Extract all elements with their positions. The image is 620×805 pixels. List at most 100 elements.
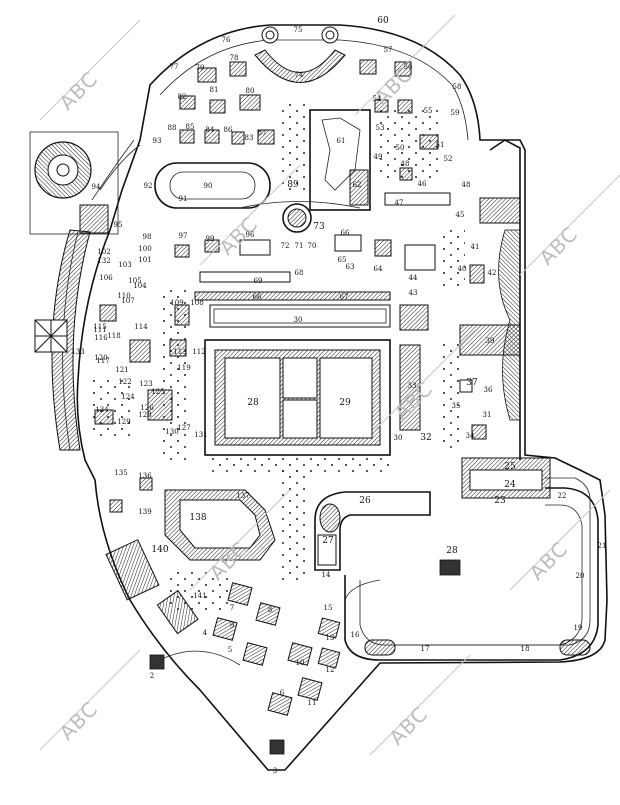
map-label-30: 30 [394, 434, 403, 442]
map-label-19: 19 [574, 624, 583, 632]
map-label-59: 59 [451, 109, 460, 117]
garden-60 [309, 109, 371, 211]
building-44 [479, 197, 521, 224]
map-label-97: 97 [179, 232, 188, 240]
map-label-37: 37 [466, 378, 478, 388]
map-label-47: 47 [395, 199, 404, 207]
top-crescent-73 [254, 26, 346, 83]
map-label-112: 112 [192, 348, 205, 356]
map-label-107: 107 [121, 297, 134, 305]
map-label-125: 125 [151, 388, 164, 396]
map-label-49: 49 [374, 153, 383, 161]
building-140 [105, 539, 160, 601]
building-45 [384, 192, 451, 206]
site-boundary [76, 24, 608, 771]
map-label-61: 61 [337, 137, 346, 145]
map-label-16: 16 [351, 631, 360, 639]
map-label-43: 43 [409, 289, 418, 297]
map-label-17: 17 [421, 645, 430, 653]
map-label-85: 85 [186, 123, 195, 131]
map-label-128: 128 [138, 411, 151, 419]
map-label-44: 44 [409, 274, 418, 282]
map-label-92: 92 [144, 182, 153, 190]
map-label-105: 105 [128, 277, 141, 285]
map-label-111: 111 [93, 326, 106, 334]
map-label-130: 130 [165, 428, 178, 436]
map-label-35: 35 [452, 402, 461, 410]
building-42 [399, 304, 429, 331]
rotunda-top-left [34, 139, 141, 234]
map-label-4: 4 [203, 629, 208, 637]
map-label-41: 41 [471, 243, 480, 251]
map-label-5: 5 [228, 646, 232, 654]
map-label-24: 24 [504, 480, 516, 490]
map-label-7: 7 [230, 604, 234, 612]
map-label-72: 72 [281, 242, 290, 250]
map-label-138: 138 [189, 513, 206, 523]
map-label-91: 91 [179, 195, 188, 203]
map-label-36: 36 [484, 386, 493, 394]
map-label-18: 18 [521, 645, 530, 653]
ring-track [344, 487, 599, 661]
map-label-15: 15 [324, 604, 333, 612]
map-label-108: 108 [190, 299, 203, 307]
map-label-62: 62 [353, 181, 362, 189]
map-label-31: 31 [483, 411, 492, 419]
map-label-9: 9 [230, 622, 234, 630]
main-palace-28 [204, 339, 391, 456]
watermark-7: ABC [54, 697, 102, 745]
oval-89 [154, 162, 271, 209]
fountain-72 [239, 201, 361, 233]
map-label-11: 11 [308, 699, 317, 707]
map-label-20: 20 [576, 572, 585, 580]
map-label-94: 94 [92, 183, 101, 191]
map-label-103: 103 [118, 261, 131, 269]
map-label-10: 10 [296, 659, 305, 667]
gate-2 [149, 654, 165, 670]
map-label-25: 25 [504, 462, 516, 472]
map-label-39: 39 [486, 337, 495, 345]
map-label-6: 6 [280, 689, 285, 697]
map-label-42: 42 [488, 269, 497, 277]
map-label-8: 8 [268, 606, 272, 614]
map-label-80: 80 [246, 87, 255, 95]
map-label-95: 95 [114, 221, 123, 229]
map-label-22: 22 [558, 492, 567, 500]
watermark-1: ABC [54, 67, 102, 115]
map-label-52: 52 [444, 155, 453, 163]
building-32 [399, 344, 421, 431]
map-label-136: 136 [138, 472, 152, 480]
map-label-126: 126 [140, 404, 154, 412]
map-label-78: 78 [230, 54, 239, 62]
map-label-69: 69 [254, 277, 263, 285]
map-label-56: 56 [404, 63, 413, 71]
map-label-90: 90 [204, 182, 213, 190]
map-label-117: 117 [96, 357, 109, 365]
map-label-84: 84 [206, 126, 215, 134]
map-label-58: 58 [453, 83, 462, 91]
map-label-87: 87 [258, 129, 267, 137]
map-label-40: 40 [458, 265, 467, 273]
map-label-109: 109 [170, 299, 183, 307]
map-label-134: 134 [95, 406, 109, 414]
map-label-48: 48 [462, 181, 471, 189]
map-label-45: 45 [456, 211, 465, 219]
map-label-137: 137 [236, 492, 249, 500]
map-label-13: 13 [326, 634, 335, 642]
map-label-74: 74 [295, 71, 304, 79]
map-label-104: 104 [133, 282, 147, 290]
map-label-106: 106 [99, 274, 113, 282]
map-label-64: 64 [374, 265, 383, 273]
map-label-12: 12 [326, 666, 335, 674]
map-label-119: 119 [177, 364, 190, 372]
map-label-93: 93 [153, 137, 162, 145]
map-label-129: 129 [117, 418, 130, 426]
long-buildings [194, 271, 391, 328]
map-label-55: 55 [424, 107, 433, 115]
gate-2-wall [159, 650, 241, 666]
map-label-14: 14 [322, 571, 331, 579]
map-label-114: 114 [134, 323, 148, 331]
watermark-3: ABC [534, 222, 582, 270]
map-label-50: 50 [396, 144, 405, 152]
